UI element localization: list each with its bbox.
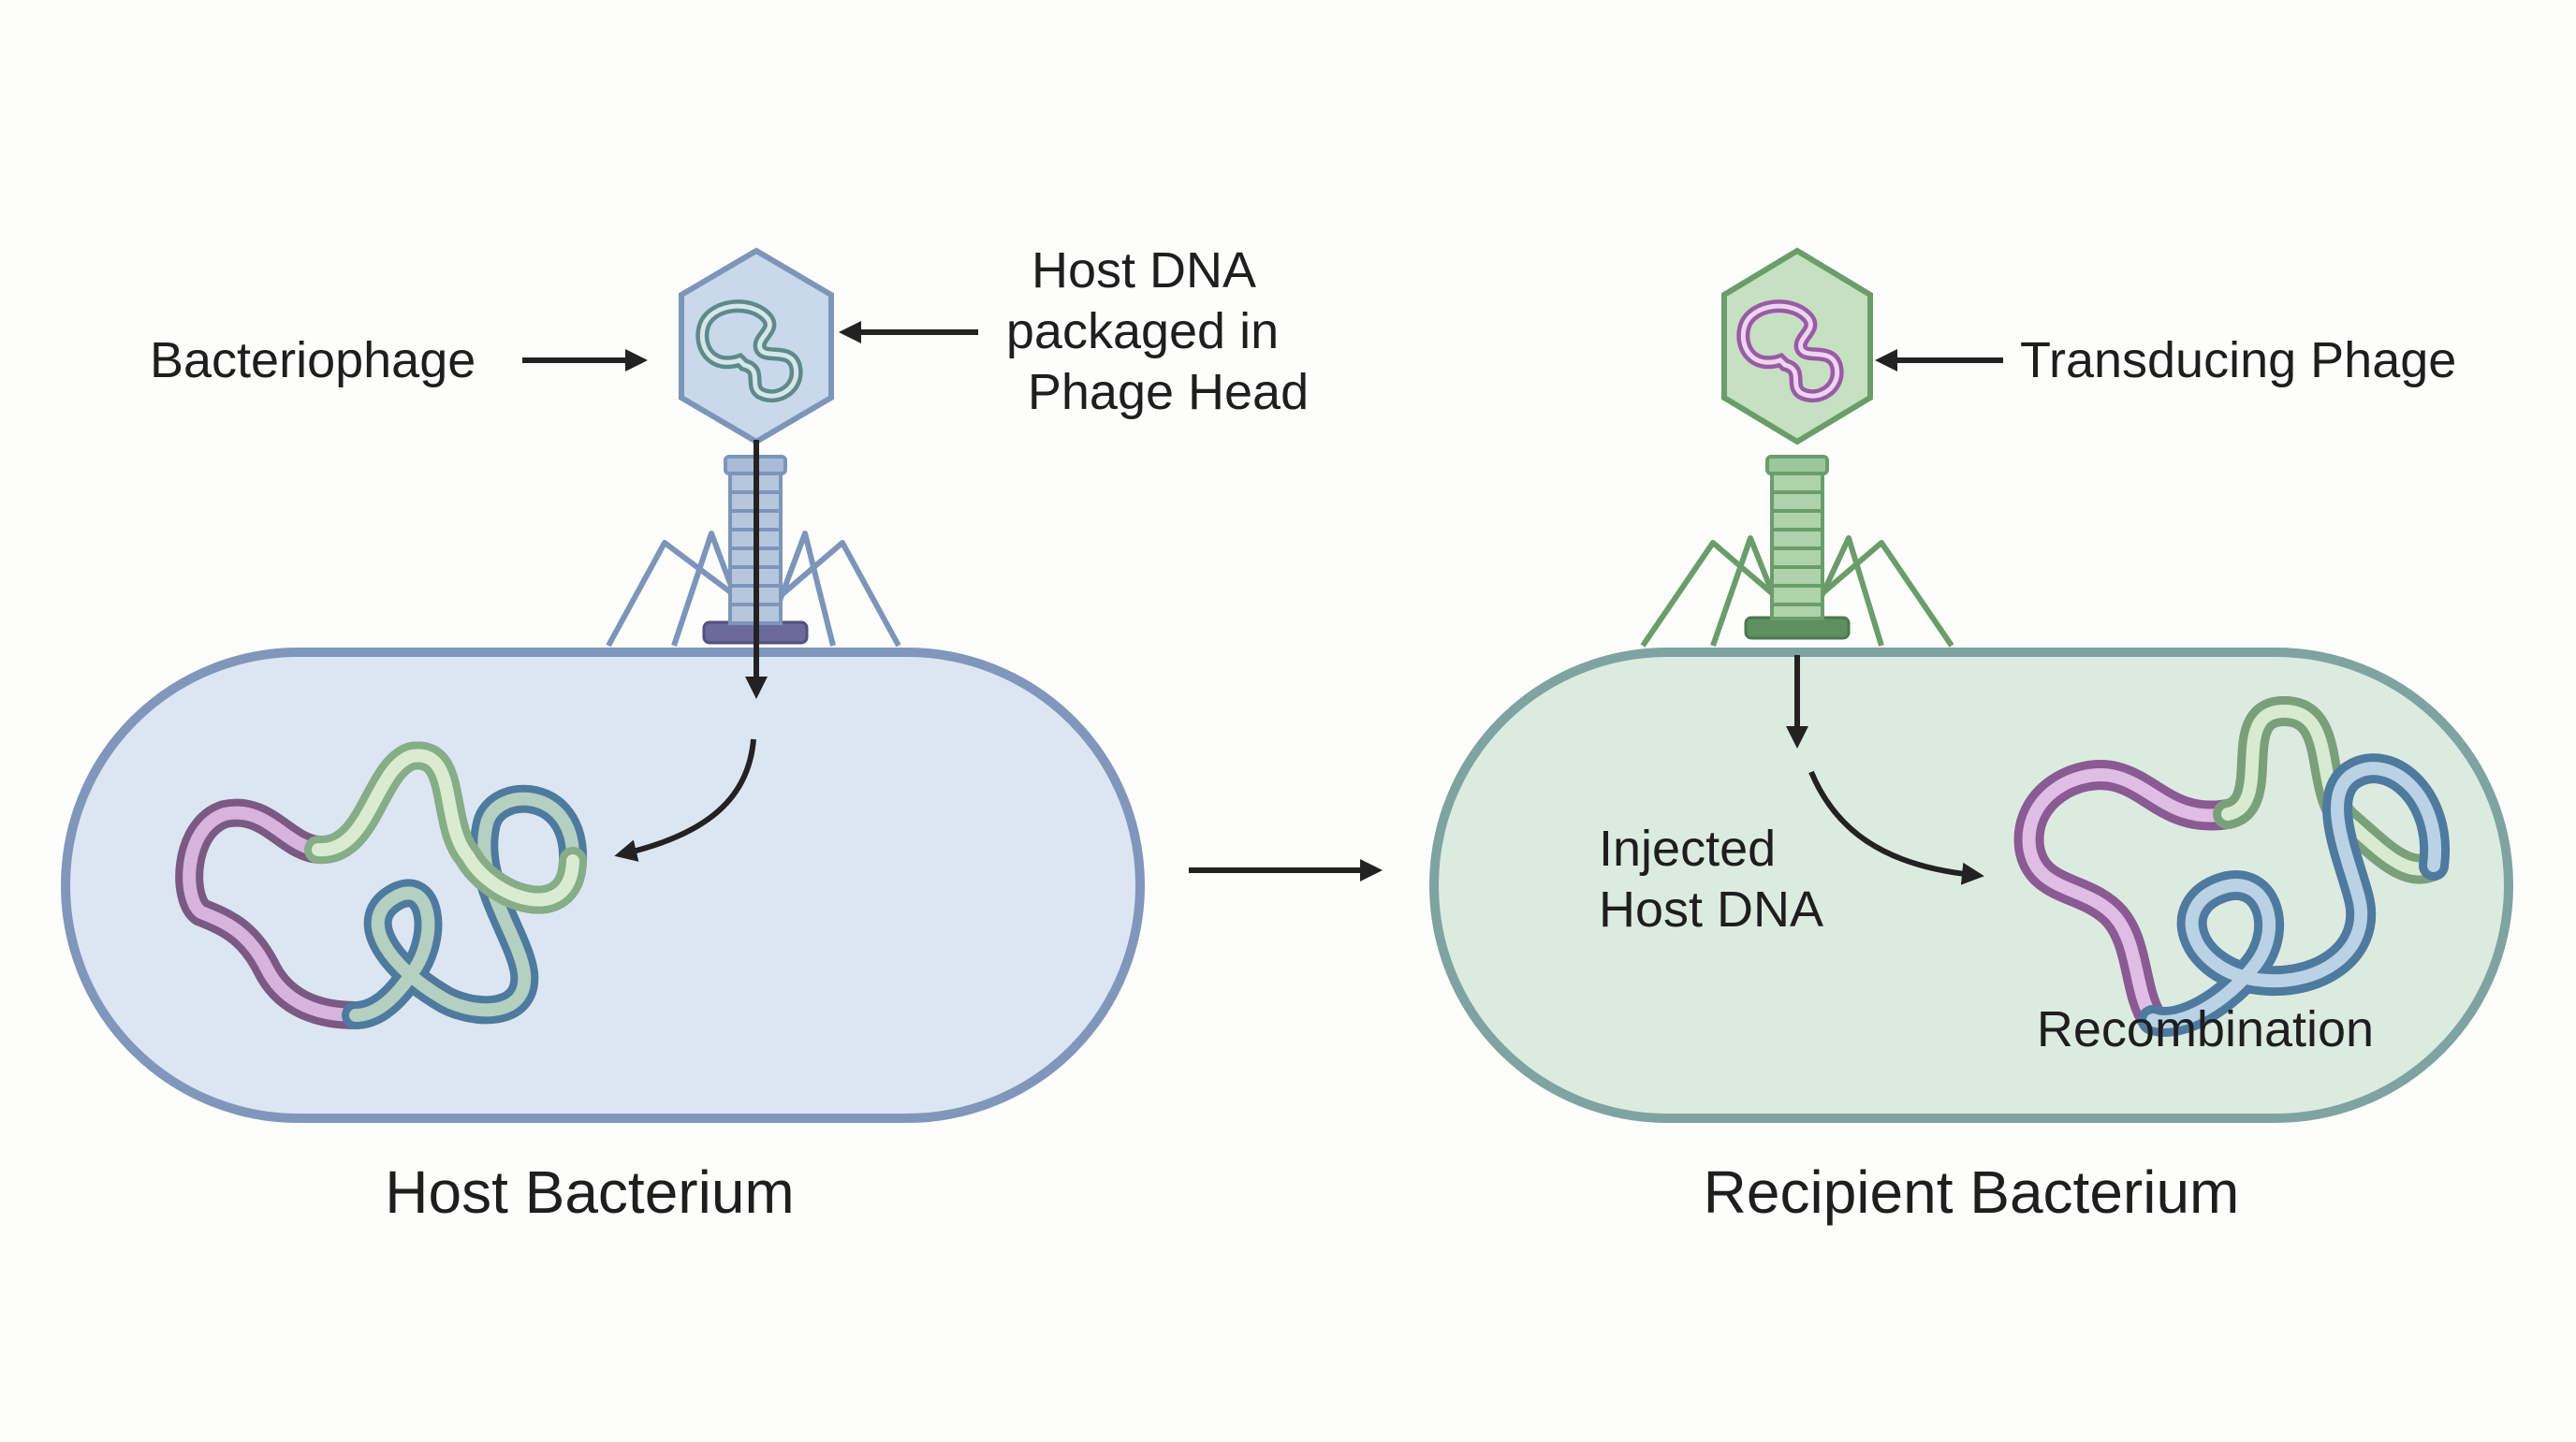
packaged-host-dna xyxy=(695,299,803,403)
host-dna-packaged-line-3: Phage Head xyxy=(1028,364,1309,420)
bacteriophage-label: Bacteriophage xyxy=(150,332,476,388)
host-dna-packaged-label: Host DNA packaged in Phage Head xyxy=(1006,242,1309,420)
recombined-dna xyxy=(2013,696,2451,1037)
host-bacterium-cell xyxy=(61,648,1145,1123)
recombination-label: Recombination xyxy=(2037,1001,2374,1057)
host-dna-packaged-line-2: packaged in xyxy=(1006,303,1279,359)
injected-host-dna-line-2: Host DNA xyxy=(1599,881,1823,938)
host-dna-packaged-line-1: Host DNA xyxy=(1032,242,1256,299)
host-chromosome-dna xyxy=(175,741,587,1029)
transducing-phage xyxy=(1640,247,1954,648)
phage-baseplate xyxy=(1744,616,1851,640)
phage-tail xyxy=(1765,455,1829,620)
phage-tail-fibers xyxy=(1640,535,1954,648)
phage-tail-fibers xyxy=(606,531,901,648)
packaged-host-dna xyxy=(1736,299,1844,403)
injected-host-dna-label: Injected Host DNA xyxy=(1599,821,1823,938)
transducing-phage-label: Transducing Phage xyxy=(2020,332,2456,388)
bacteriophage-host xyxy=(606,247,901,699)
injected-host-dna-line-1: Injected xyxy=(1599,821,1776,877)
host-curved-arrow xyxy=(614,738,756,862)
recipient-bacterium-caption: Recipient Bacterium xyxy=(1704,1158,2240,1226)
recipient-curved-arrow xyxy=(1808,770,1984,885)
host-bacterium-caption: Host Bacterium xyxy=(385,1158,794,1226)
